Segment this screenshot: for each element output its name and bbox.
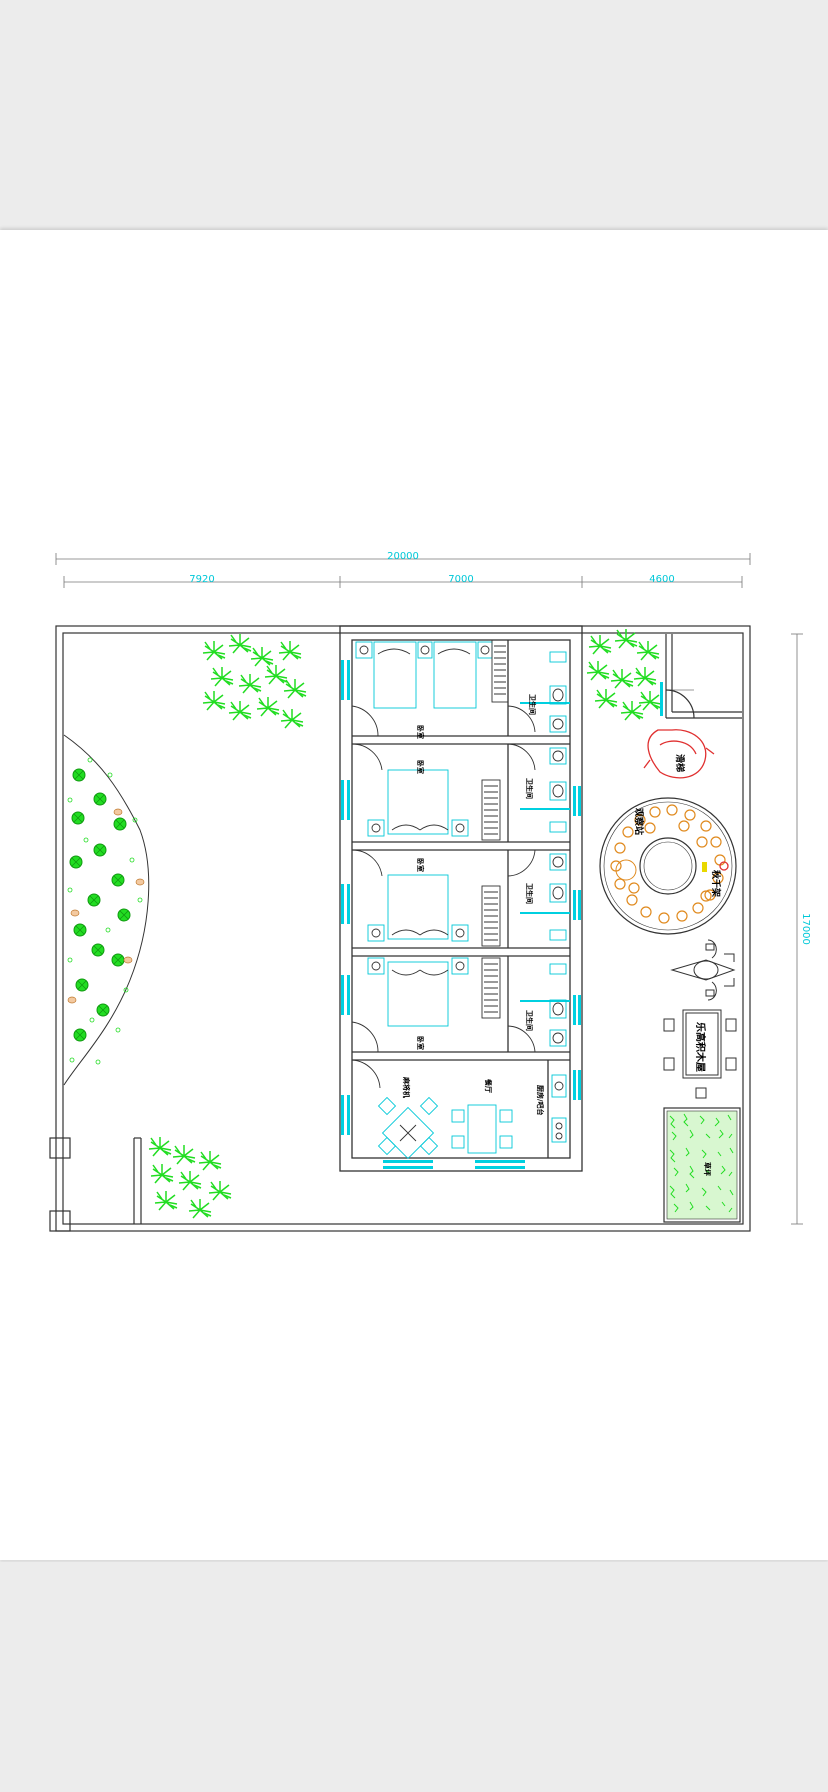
- sandpit-ring: [599, 797, 737, 935]
- label-bath-1: 卫生间: [528, 694, 537, 715]
- windows: [341, 660, 581, 1169]
- label-swing: 秋千架: [710, 869, 722, 897]
- label-dining: 餐厅: [484, 1078, 493, 1093]
- site-boundary: [49, 625, 751, 1232]
- dimension-seg-c: 4600: [649, 574, 674, 585]
- dimension-seg-b: 7000: [448, 574, 473, 585]
- label-bedroom-4: 卧室: [416, 1036, 425, 1050]
- label-sandpit: 观察站: [633, 808, 645, 835]
- shrub-cluster-top: [202, 633, 307, 729]
- bedroom-4-furniture: [367, 957, 501, 1027]
- right-yard-windows: [660, 682, 663, 716]
- dining-furniture: [377, 1096, 513, 1160]
- label-bedroom-1: 卧室: [416, 725, 425, 739]
- bedroom-2-furniture: [367, 769, 501, 841]
- label-bedroom-2: 卧室: [416, 760, 425, 774]
- label-kitchen: 厨房/吧台: [536, 1085, 545, 1116]
- viewer-background-top: [0, 0, 828, 228]
- shrub-cluster-right: [586, 628, 662, 721]
- label-bath-2: 卫生间: [525, 778, 534, 799]
- shrub-cluster-bottom: [148, 1136, 232, 1219]
- bedroom-3-furniture: [367, 874, 501, 947]
- label-lawn: 草坪: [703, 1162, 712, 1176]
- label-bedroom-3: 卧室: [416, 858, 425, 872]
- dimension-seg-a: 7920: [189, 574, 214, 585]
- bedroom-1-furniture: [355, 639, 509, 709]
- garden-bed-left: [63, 734, 150, 1086]
- label-bath-3: 卫生间: [525, 883, 534, 904]
- building-outline: [339, 625, 583, 1172]
- right-yard-walls: [665, 634, 742, 719]
- door-swings: [351, 705, 536, 1089]
- bathroom-fixtures: [549, 651, 567, 1143]
- lawn: [663, 1107, 741, 1223]
- sign-text: 乐高积木屋: [694, 1022, 707, 1072]
- sign-board: [663, 1009, 737, 1099]
- dimension-total-height: 17000: [800, 913, 811, 945]
- drawing-page: [0, 230, 828, 1560]
- label-mahjong: 麻将机: [402, 1076, 411, 1098]
- swing-marker: [702, 862, 707, 872]
- dimension-lines: [55, 553, 803, 1225]
- rocking-toy: [670, 939, 736, 1001]
- slide-structure: [643, 729, 715, 779]
- label-bath-4: 卫生间: [525, 1010, 534, 1031]
- label-slide: 滑梯: [674, 754, 686, 772]
- viewer-background-bottom: [0, 1562, 828, 1792]
- dimension-total-width: 20000: [387, 551, 419, 562]
